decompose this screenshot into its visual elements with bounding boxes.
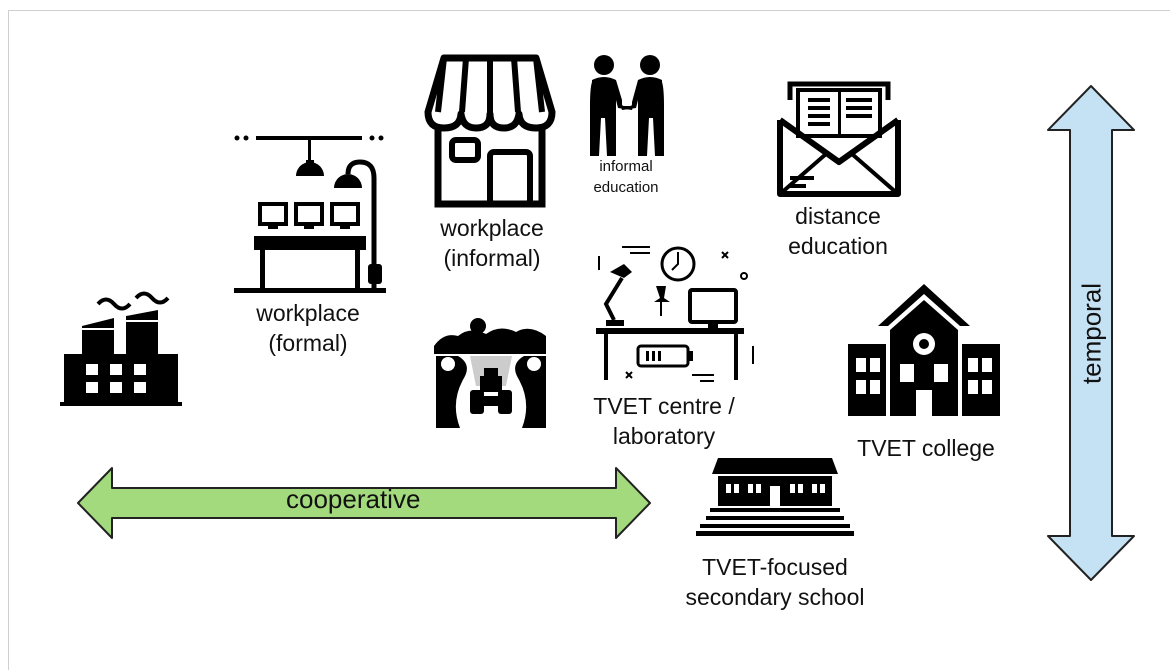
farm-tractor-icon bbox=[434, 318, 546, 428]
informal-education-label: informal education bbox=[576, 156, 676, 198]
cooperative-arrow-shape bbox=[77, 467, 651, 539]
temporal-arrow-shape bbox=[1047, 85, 1135, 581]
tvet-centre-line2: laboratory bbox=[612, 422, 716, 449]
cooperative-label: cooperative bbox=[286, 484, 421, 514]
temporal-arrow bbox=[1047, 85, 1135, 581]
tvet-school-line1: TVET-focused bbox=[702, 554, 848, 580]
newsletter-envelope-icon bbox=[777, 81, 901, 197]
workplace-formal-label: workplace (formal) bbox=[236, 299, 380, 359]
tvet-school-label: TVET-focused secondary school bbox=[670, 553, 880, 613]
temporal-label: temporal bbox=[1076, 282, 1107, 385]
diagram-frame bbox=[8, 10, 1170, 670]
workplace-informal-line2: (informal) bbox=[443, 244, 541, 271]
workplace-formal-line2: (formal) bbox=[268, 329, 348, 356]
informal-education-line2: education bbox=[593, 179, 659, 196]
distance-education-line1: distance bbox=[795, 203, 881, 229]
distance-education-label: distance education bbox=[766, 202, 910, 262]
tvet-centre-label: TVET centre / laboratory bbox=[584, 392, 744, 452]
shop-icon bbox=[424, 54, 556, 208]
tvet-centre-line1: TVET centre / bbox=[593, 393, 735, 419]
college-building-icon bbox=[848, 284, 1000, 416]
workplace-informal-label: workplace (informal) bbox=[420, 214, 564, 274]
cooperative-arrow bbox=[77, 467, 651, 539]
office-desk-icon bbox=[234, 135, 386, 293]
informal-education-line1: informal bbox=[599, 158, 653, 175]
workplace-informal-line1: workplace bbox=[440, 215, 544, 241]
lab-workspace-icon bbox=[596, 246, 754, 382]
tvet-college-label: TVET college bbox=[857, 435, 995, 461]
handshake-icon bbox=[590, 55, 664, 156]
tvet-school-line2: secondary school bbox=[685, 583, 865, 610]
workplace-formal-line1: workplace bbox=[256, 300, 360, 326]
distance-education-line2: education bbox=[788, 232, 888, 259]
factory-icon bbox=[60, 291, 182, 406]
school-building-icon bbox=[696, 458, 854, 536]
